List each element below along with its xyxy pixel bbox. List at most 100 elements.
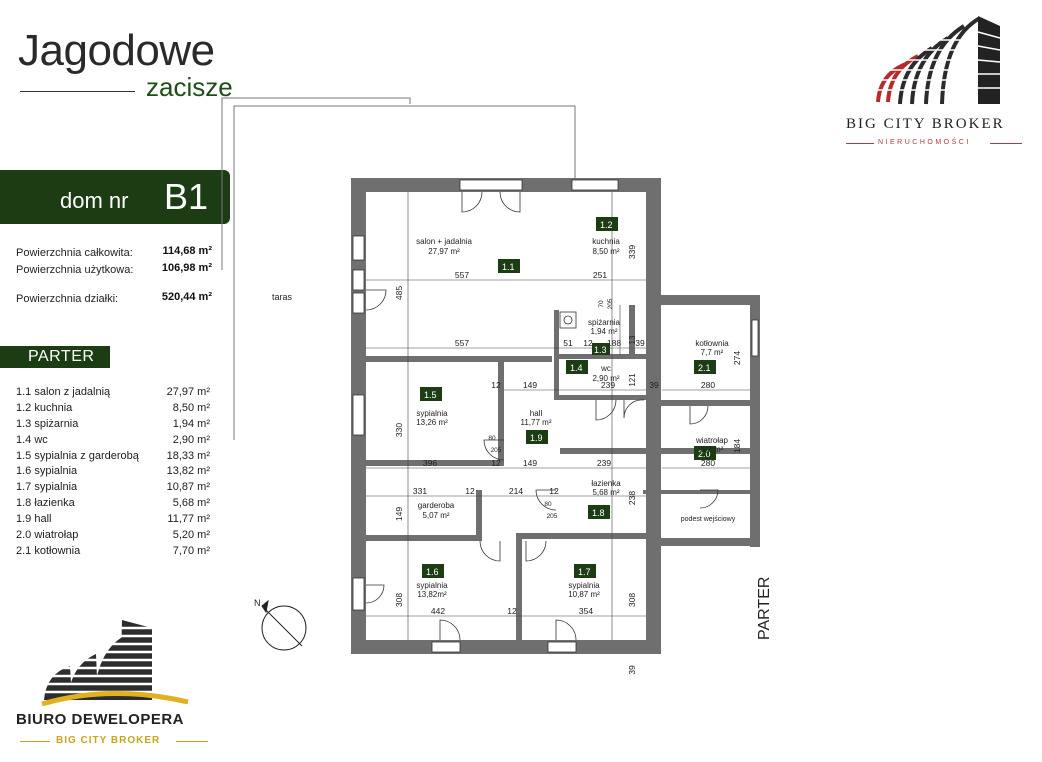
room-label-wc: wc [600, 364, 611, 373]
room-name: 1.7 sypialnia [16, 481, 78, 494]
list-item: 1.3 spiżarnia 1,94 m² [16, 418, 216, 434]
dim-12c: 12 [491, 458, 501, 468]
room-area-kotlownia: 7,7 m² [701, 348, 724, 357]
logo-tagline: NIERUCHOMOŚCI [878, 139, 971, 146]
room-name: 2.0 wiatrołap [16, 529, 79, 542]
plot-area-value: 520,44 m² [161, 291, 212, 303]
brand-divider [20, 91, 135, 92]
dim-330: 330 [394, 423, 404, 437]
floor-side-label: PARTER [756, 576, 773, 640]
room-label-kotlownia: kotłownia [695, 339, 729, 348]
dim-274: 274 [732, 351, 742, 365]
dim-12d: 12 [465, 486, 475, 496]
room-area: 18,33 m² [166, 449, 210, 462]
room-area-wiatrolap: 5,2 m² [701, 445, 724, 454]
tag-1-6: 1.6 [426, 567, 439, 577]
dim-205a: 205 [491, 447, 502, 454]
dim-80b: 80 [544, 501, 552, 508]
list-item: 2.0 wiatrołap 5,20 m² [16, 529, 216, 545]
dim-205: 205 [607, 298, 614, 309]
dim-239b: 239 [597, 458, 611, 468]
plot-area-label: Powierzchnia działki: [16, 293, 119, 305]
room-area-wc: 2,90 m² [592, 374, 619, 383]
dim-149c: 149 [394, 507, 404, 521]
logo-rule-left [846, 143, 874, 144]
room-label-garderoba: garderoba [418, 501, 455, 510]
room-area-kuchnia: 8,50 m² [592, 247, 619, 256]
room-label-kuchnia: kuchnia [592, 237, 620, 246]
room-area-hall: 11,77 m² [521, 418, 552, 427]
logo-name-bottom: BIURO DEWELOPERA [16, 711, 185, 728]
dim-12b: 12 [491, 380, 501, 390]
house-number: B1 [164, 176, 209, 217]
dim-13: 13 [628, 335, 637, 344]
dim-308b: 308 [627, 593, 637, 607]
room-label-sypialnia-17: sypialnia [568, 581, 600, 590]
usable-area-label: Powierzchnia użytkowa: [16, 264, 134, 276]
room-area: 1,94 m² [172, 417, 210, 430]
dim-442: 442 [431, 606, 445, 616]
dim-251: 251 [593, 270, 607, 280]
logo-rule-right [990, 143, 1022, 144]
room-area-salon: 27,97 m² [428, 247, 460, 256]
house-prefix: dom nr [60, 188, 129, 213]
room-label-hall: hall [530, 409, 543, 418]
dim-12e: 12 [549, 486, 559, 496]
windows [352, 179, 759, 653]
dim-39b: 39 [649, 380, 659, 390]
tag-1-9: 1.9 [530, 433, 543, 443]
usable-area-value: 106,98 m² [161, 262, 212, 274]
house-banner [0, 170, 230, 224]
dim-308a: 308 [394, 593, 404, 607]
total-area-value: 114,68 m² [162, 245, 212, 257]
dim-557a: 557 [455, 270, 469, 280]
logo-tagline-bottom: BIG CITY BROKER [56, 735, 161, 746]
dim-149a: 149 [523, 380, 537, 390]
list-item: 1.6 sypialnia 13,82 m² [16, 465, 216, 481]
tag-1-8: 1.8 [592, 508, 605, 518]
dim-214: 214 [509, 486, 523, 496]
svg-text:N: N [254, 598, 261, 608]
dim-354: 354 [579, 606, 593, 616]
room-name: 1.2 kuchnia [16, 401, 73, 414]
dim-12f: 12 [507, 606, 517, 616]
room-name: 1.3 spiżarnia [16, 417, 79, 430]
dim-70: 70 [598, 300, 605, 308]
list-item: 1.2 kuchnia 8,50 m² [16, 402, 216, 418]
room-area: 5,68 m² [172, 497, 210, 510]
room-name: 1.6 sypialnia [16, 465, 78, 478]
brand-subtitle: zacisze [146, 72, 233, 102]
dim-51: 51 [563, 338, 573, 348]
room-area: 13,82 m² [166, 465, 210, 478]
floor-badge-label: PARTER [28, 348, 95, 365]
tag-1-7: 1.7 [578, 567, 591, 577]
room-label-lazienka: łazienka [591, 479, 621, 488]
dim-557b: 557 [455, 338, 469, 348]
room-area-sypialnia-15: 13,26 m² [416, 418, 448, 427]
room-area-garderoba: 5,07 m² [422, 511, 449, 520]
appliance-icons [559, 311, 577, 329]
room-label-sypialnia-16: sypialnia [416, 581, 448, 590]
dim-331: 331 [413, 486, 427, 496]
room-area: 5,20 m² [172, 529, 210, 542]
dim-12a: 12 [583, 338, 593, 348]
big-city-broker-logo [874, 16, 1001, 105]
dim-149b: 149 [523, 458, 537, 468]
dim-184: 184 [732, 439, 742, 453]
dim-80a: 80 [488, 435, 496, 442]
room-area: 11,77 m² [167, 513, 210, 526]
tag-1-4: 1.4 [570, 363, 583, 373]
room-area: 8,50 m² [172, 401, 210, 414]
biuro-dewelopera-logo [40, 620, 189, 706]
total-area-label: Powierzchnia całkowita: [16, 247, 133, 259]
room-area-spizarnia: 1,94 m² [590, 327, 617, 336]
dim-339: 339 [627, 245, 637, 259]
dim-39c: 39 [627, 665, 637, 675]
